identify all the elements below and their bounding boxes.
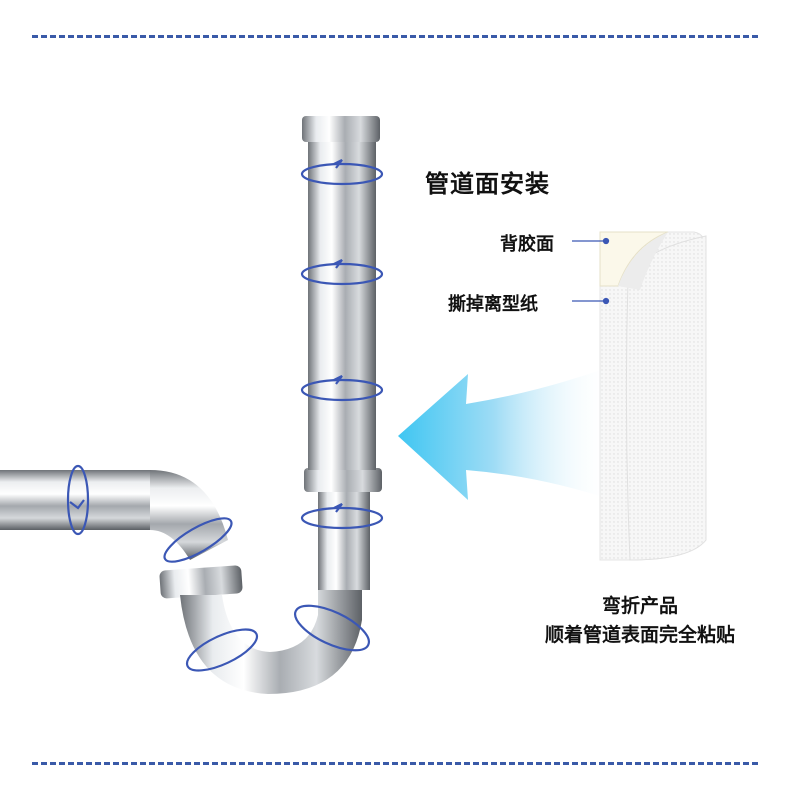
page-title: 管道面安装 [425, 170, 550, 198]
caption-line-2: 顺着管道表面完全粘贴 [544, 624, 735, 646]
caption-line-1: 弯折产品 [601, 595, 678, 617]
adhesive-sheet [599, 231, 707, 561]
adhesive-side-label: 背胶面 [500, 234, 554, 255]
direction-arrow-icon [398, 366, 612, 500]
top-divider [32, 35, 758, 38]
label-leaders [572, 237, 610, 305]
caption: 弯折产品 顺着管道表面完全粘贴 [520, 592, 760, 650]
peel-paper-label: 撕掉离型纸 [448, 294, 538, 315]
pipe-trap [0, 116, 382, 694]
bottom-divider [32, 762, 758, 765]
rotation-arrow-icon [66, 159, 384, 672]
